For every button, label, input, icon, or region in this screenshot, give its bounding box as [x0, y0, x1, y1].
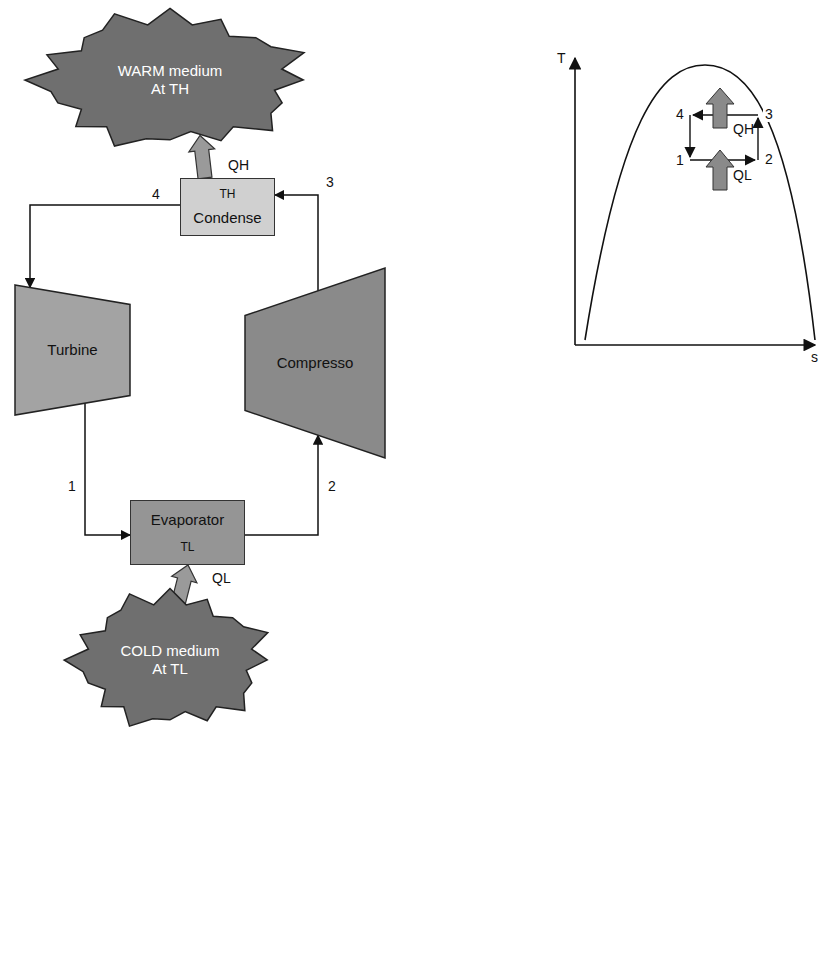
flow-line: [30, 205, 180, 288]
edge-label: 3: [324, 174, 336, 190]
state-number: 2: [763, 151, 775, 167]
s-axis: [575, 344, 815, 346]
node-title: Compresso: [277, 354, 354, 372]
flow-line: [275, 195, 318, 291]
edge-label: QL: [210, 570, 233, 586]
warm-medium-shape: [25, 8, 304, 146]
flow-line: [245, 435, 318, 535]
heat-label: QH: [731, 121, 756, 137]
evaporator-box: EvaporatorTL: [130, 500, 245, 565]
node-title: WARM medium: [118, 62, 222, 80]
t-axis: [574, 58, 576, 345]
flow-line: [85, 403, 130, 535]
heat-arrow: [706, 88, 734, 128]
edge-label: 2: [326, 478, 338, 494]
state-number: 4: [674, 106, 686, 122]
cold-medium: COLD mediumAt TL: [60, 585, 280, 735]
edge-label: 4: [150, 186, 162, 202]
condenser-box: TH Condense: [180, 178, 275, 236]
axis-label: T: [555, 50, 568, 66]
turbine: Turbine: [15, 285, 130, 415]
edge-label: QH: [226, 157, 251, 173]
node-title: Evaporator: [151, 511, 224, 529]
cold-medium-shape: [64, 588, 268, 726]
node-subtext: At TL: [152, 660, 188, 678]
edge-label: 1: [66, 478, 78, 494]
warm-medium: WARM mediumAt TH: [20, 5, 320, 155]
heat-arrow: [706, 150, 734, 190]
compressor-shape: [245, 268, 385, 458]
state-number: 3: [763, 106, 775, 122]
heat-flow-arrow: [189, 136, 215, 179]
state-number: 1: [674, 152, 686, 168]
axis-label: s: [809, 349, 820, 365]
node-title: COLD medium: [120, 642, 219, 660]
heat-label: QL: [731, 167, 754, 183]
cycle-line: [757, 118, 758, 160]
node-title: TH: [220, 187, 236, 201]
node-subtext: Condense: [193, 209, 261, 227]
saturation-dome: [585, 65, 815, 340]
node-title: Turbine: [47, 341, 97, 359]
compressor: Compresso: [245, 268, 385, 458]
turbine-shape: [15, 285, 130, 415]
cycle-line: [689, 115, 690, 157]
node-subtext: At TH: [151, 80, 189, 98]
node-subtext: TL: [180, 540, 194, 554]
